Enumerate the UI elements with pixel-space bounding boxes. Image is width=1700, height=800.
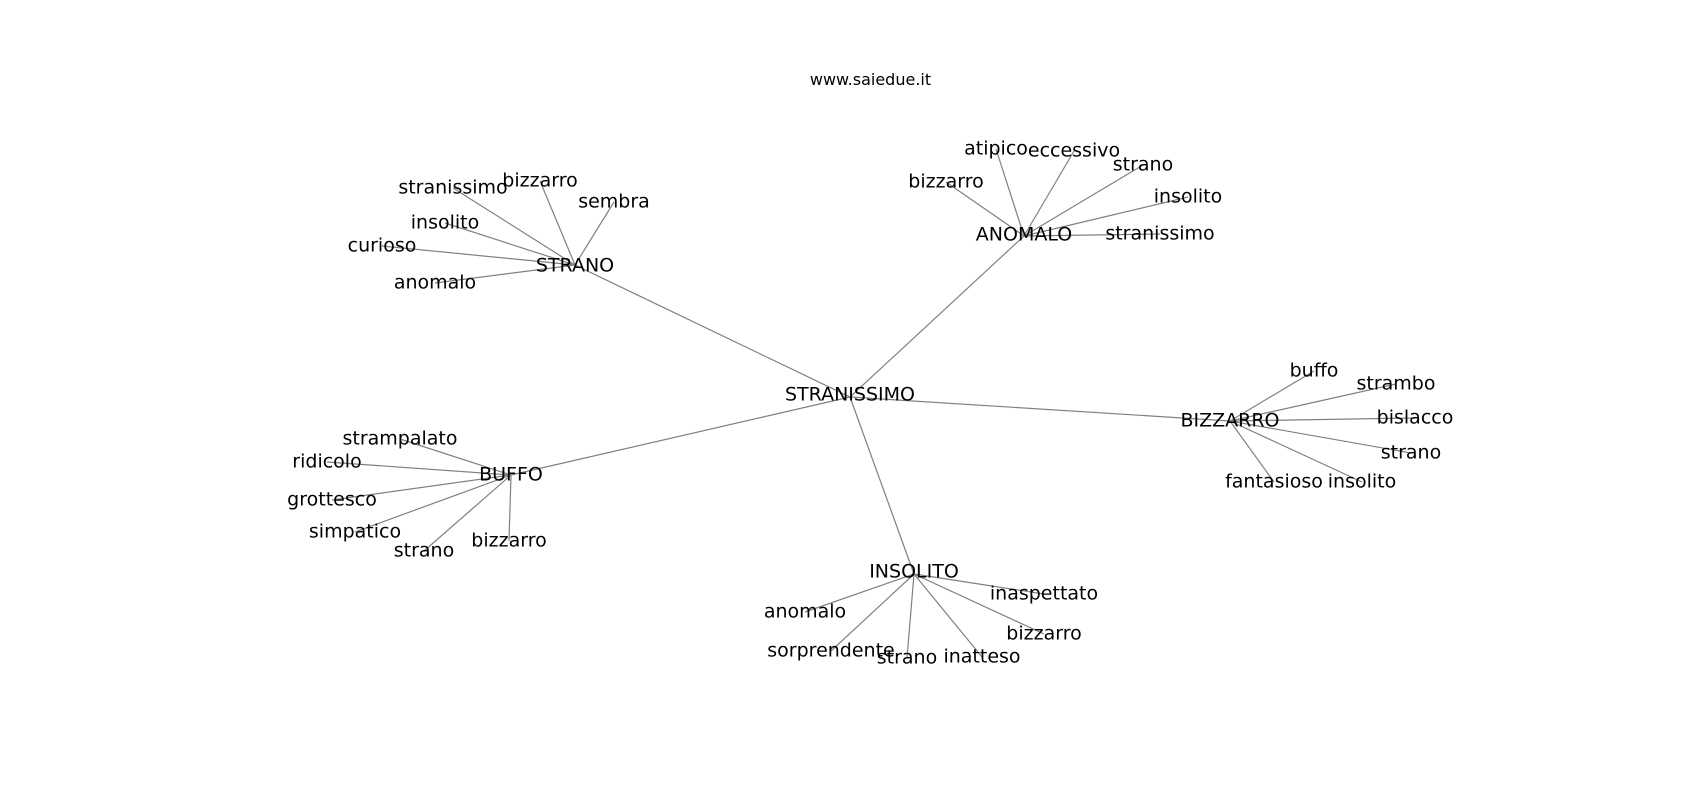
hub-node-anomalo: ANOMALO: [975, 223, 1073, 246]
edge-anomalo-3: [945, 181, 1025, 237]
edge-insolito-3: [830, 573, 915, 652]
word-node-anomalo-2: strano: [1112, 153, 1174, 176]
word-node-anomalo-3: bizzarro: [908, 170, 984, 193]
edge-buffo-2: [331, 474, 512, 501]
edge-anomalo-0: [995, 148, 1025, 237]
edge-insolito-1: [804, 573, 915, 613]
edge-buffo-1: [326, 461, 512, 476]
edge-bizzarro-0: [1229, 370, 1315, 422]
hub-node-bizzarro: BIZZARRO: [1180, 409, 1280, 432]
edge-anomalo-5: [1023, 233, 1161, 237]
word-node-strano-0: stranissimo: [398, 176, 508, 199]
edge-anomalo-2: [1023, 164, 1144, 237]
word-node-buffo-2: grottesco: [287, 488, 377, 511]
edge-strano-1: [539, 180, 576, 266]
hub-node-buffo: BUFFO: [479, 463, 543, 486]
edge-strano-5: [434, 264, 576, 284]
word-node-strano-4: curioso: [347, 234, 417, 257]
edge-bizzarro-3: [1229, 420, 1412, 454]
word-node-anomalo-5: stranissimo: [1105, 222, 1215, 245]
edge-anomalo-1: [1023, 150, 1075, 237]
edge-center-bizzarro: [849, 396, 1231, 422]
center-node: STRANISSIMO: [785, 383, 915, 406]
word-node-anomalo-1: eccessivo: [1027, 139, 1121, 162]
word-node-bizzarro-5: insolito: [1327, 470, 1397, 493]
word-node-strano-3: insolito: [410, 211, 480, 234]
word-node-bizzarro-2: bislacco: [1376, 406, 1454, 429]
word-node-anomalo-0: atipico: [964, 137, 1028, 160]
word-node-insolito-4: strano: [876, 646, 938, 669]
word-node-insolito-3: sorprendente: [767, 639, 895, 662]
edge-buffo-4: [423, 474, 512, 552]
edge-insolito-0: [913, 573, 1045, 595]
edge-bizzarro-5: [1229, 420, 1363, 483]
word-node-bizzarro-3: strano: [1380, 441, 1442, 464]
word-node-buffo-5: bizzarro: [471, 529, 547, 552]
word-node-insolito-2: bizzarro: [1006, 622, 1082, 645]
edge-insolito-2: [913, 573, 1045, 635]
hub-node-insolito: INSOLITO: [869, 560, 959, 583]
edge-bizzarro-2: [1229, 417, 1416, 422]
edge-buffo-5: [508, 474, 512, 542]
edge-insolito-5: [913, 573, 983, 658]
edge-center-insolito: [849, 396, 915, 575]
word-node-buffo-0: strampalato: [342, 427, 458, 450]
edge-strano-2: [574, 201, 615, 266]
word-node-buffo-3: simpatico: [308, 520, 402, 543]
word-node-buffo-1: ridicolo: [292, 450, 362, 473]
word-node-strano-2: sembra: [578, 190, 650, 213]
word-node-insolito-5: inatteso: [943, 645, 1021, 668]
edge-center-strano: [574, 264, 851, 398]
hub-node-strano: STRANO: [535, 254, 615, 277]
word-node-bizzarro-4: fantasioso: [1225, 470, 1323, 493]
edge-center-buffo: [510, 396, 851, 476]
word-node-strano-5: anomalo: [393, 271, 477, 294]
word-node-strano-1: bizzarro: [502, 169, 578, 192]
edge-bizzarro-1: [1229, 383, 1397, 422]
edge-insolito-4: [906, 573, 915, 659]
edge-strano-0: [452, 187, 576, 266]
site-label: www.saiedue.it: [809, 70, 932, 89]
edge-strano-3: [444, 222, 576, 266]
edge-buffo-0: [399, 438, 512, 476]
edge-center-anomalo: [849, 235, 1025, 398]
word-node-bizzarro-0: buffo: [1289, 359, 1339, 382]
word-node-anomalo-4: insolito: [1153, 185, 1223, 208]
edge-anomalo-4: [1023, 196, 1189, 237]
edge-bizzarro-4: [1229, 420, 1275, 483]
word-node-buffo-4: strano: [393, 539, 455, 562]
edge-strano-4: [381, 245, 576, 266]
edge-buffo-3: [354, 474, 512, 533]
word-node-insolito-1: anomalo: [763, 600, 847, 623]
word-node-bizzarro-1: strambo: [1356, 372, 1436, 395]
word-node-insolito-0: inaspettato: [989, 582, 1099, 605]
